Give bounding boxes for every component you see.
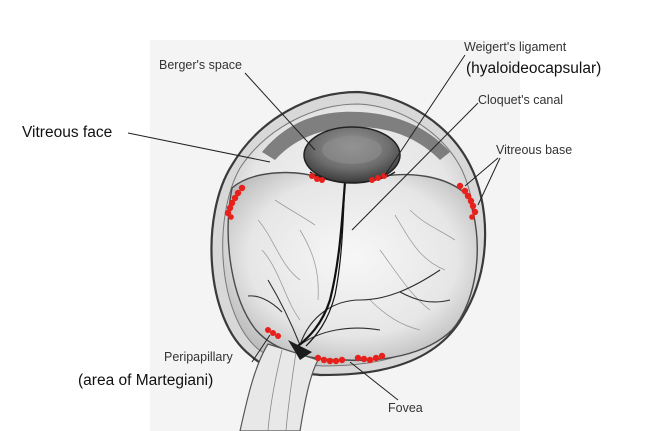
leader-vitreous-base-1: [464, 157, 499, 187]
label-vitreous-face: Vitreous face: [22, 124, 112, 141]
label-cloquets-canal: Cloquet's canal: [478, 93, 563, 107]
label-bergers-space: Berger's space: [159, 58, 242, 72]
leader-peripapillary: [251, 334, 271, 363]
ciliary-body: [262, 111, 450, 160]
optic-disc: [288, 340, 312, 360]
adhesion-vitreous-base-left: [224, 184, 246, 220]
adhesion-vitreous-base-right: [456, 182, 479, 220]
adhesion-weigerts-left: [309, 173, 325, 183]
leader-vitreous-base-2: [477, 157, 501, 206]
label-peripapillary: Peripapillary: [164, 350, 234, 364]
adhesion-marks: [224, 173, 479, 365]
cloquets-canal-line: [297, 181, 347, 347]
label-weigerts-ligament: Weigert's ligament: [464, 40, 567, 54]
cloquets-canal-wall: [305, 181, 346, 347]
vitreous-gel: [227, 171, 478, 362]
optic-nerve-sheath: [239, 343, 319, 431]
leader-fovea: [349, 361, 399, 401]
retinal-vessels: [247, 269, 451, 346]
vitreous-body: [227, 171, 478, 362]
leader-bergers-space: [244, 72, 316, 151]
bergers-space-shape: [309, 171, 396, 184]
leader-weigerts-ligament: [384, 54, 466, 176]
adhesion-fovea: [314, 352, 386, 365]
adhesion-peripapillary: [265, 327, 281, 339]
leader-cloquets-canal: [351, 102, 479, 231]
optic-nerve: [239, 340, 319, 431]
leader-lines: [127, 54, 501, 401]
lens-nucleus: [322, 136, 382, 164]
label-hyaloideocapsular: (hyaloideocapsular): [466, 60, 601, 77]
vitreous-fibrils: [257, 199, 456, 331]
leader-vitreous-face: [127, 132, 271, 163]
label-vitreous-base: Vitreous base: [496, 143, 572, 157]
label-area-of-martegiani: (area of Martegiani): [78, 372, 213, 389]
label-fovea: Fovea: [388, 401, 423, 415]
